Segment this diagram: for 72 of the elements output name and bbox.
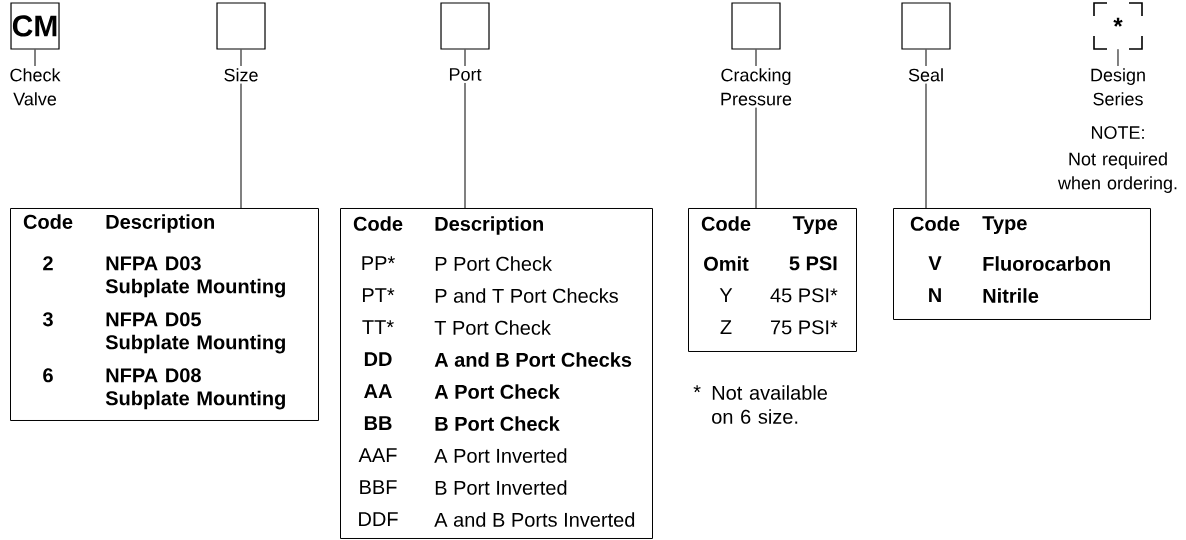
description-text: Fluorocarbon	[983, 256, 1110, 271]
field-caption: Design Series	[1091, 68, 1145, 106]
field-caption: Cracking Pressure	[721, 68, 792, 106]
code-text: Y	[719, 288, 733, 302]
field-caption: Size	[224, 68, 258, 82]
code-text: PP*	[362, 256, 395, 270]
connector-line	[925, 49, 927, 67]
field-caption: Port	[450, 68, 482, 81]
column-header: Code	[701, 216, 751, 231]
footnote-text: Not available on 6 size.	[712, 385, 827, 424]
code-text: DDF	[359, 512, 398, 526]
code-text: 6	[43, 368, 53, 383]
code-text: PT*	[363, 288, 395, 302]
code-text: TT*	[362, 320, 394, 334]
connector-line	[464, 82, 466, 209]
description-text: Nitrile	[983, 288, 1039, 303]
connector-line	[755, 49, 757, 67]
code-text: AAF	[358, 448, 397, 462]
field-caption: Check Valve	[10, 68, 61, 106]
description-text: NFPA D08 Subplate Mounting	[105, 368, 285, 410]
code-text: V	[928, 256, 942, 270]
code-table	[893, 208, 1151, 320]
code-table	[688, 208, 857, 352]
description-text: 75 PSI*	[771, 320, 838, 335]
empty-code-box	[731, 2, 781, 50]
footnote-marker: *	[693, 385, 701, 393]
connector-line	[1117, 48, 1119, 67]
connector-line	[755, 107, 757, 209]
column-header: Description	[435, 216, 543, 235]
connector-line	[240, 49, 242, 67]
description-text: A Port Inverted	[434, 448, 567, 463]
description-text: T Port Check	[434, 320, 551, 335]
column-header: Type	[792, 216, 838, 235]
column-header: Description	[106, 214, 214, 233]
connector-line	[464, 49, 466, 67]
code-table	[340, 208, 653, 539]
description-text: P Port Check	[435, 256, 553, 271]
column-header: Type	[982, 216, 1027, 235]
empty-code-box	[901, 2, 951, 50]
code-box: CM	[10, 2, 60, 50]
code-text: 3	[42, 312, 53, 327]
code-text: DD	[364, 352, 392, 366]
description-text: 45 PSI*	[770, 288, 838, 303]
connector-line	[34, 49, 36, 67]
description-text: B Port Inverted	[435, 480, 567, 495]
description-text: A Port Check	[434, 384, 560, 399]
description-text: B Port Check	[435, 416, 560, 431]
code-text: AA	[364, 384, 392, 398]
description-text: NFPA D03 Subplate Mounting	[105, 256, 285, 298]
optional-code-box: *	[1093, 2, 1143, 50]
code-text: BBF	[360, 480, 397, 494]
description-text: NFPA D05 Subplate Mounting	[105, 312, 285, 354]
code-text: 2	[43, 256, 53, 271]
code-text: N	[929, 288, 941, 302]
description-text: A and B Port Checks	[434, 352, 632, 367]
code-text: BB	[364, 416, 392, 430]
description-text: P and T Port Checks	[435, 288, 618, 303]
empty-code-box	[440, 2, 490, 50]
column-header: Code	[23, 214, 73, 229]
field-caption: Seal	[908, 68, 943, 82]
connector-line	[925, 83, 927, 209]
description-text: 5 PSI	[789, 256, 837, 271]
column-header: Code	[910, 216, 960, 231]
column-header: Code	[353, 216, 403, 231]
connector-line	[240, 83, 242, 209]
code-table	[10, 208, 319, 421]
description-text: A and B Ports Inverted	[434, 512, 635, 527]
empty-code-box	[216, 2, 266, 50]
code-text: Omit	[704, 256, 749, 271]
code-text: Z	[720, 320, 732, 334]
note-text: Not required when ordering.	[1057, 152, 1177, 193]
note-heading: NOTE:	[1091, 126, 1144, 139]
